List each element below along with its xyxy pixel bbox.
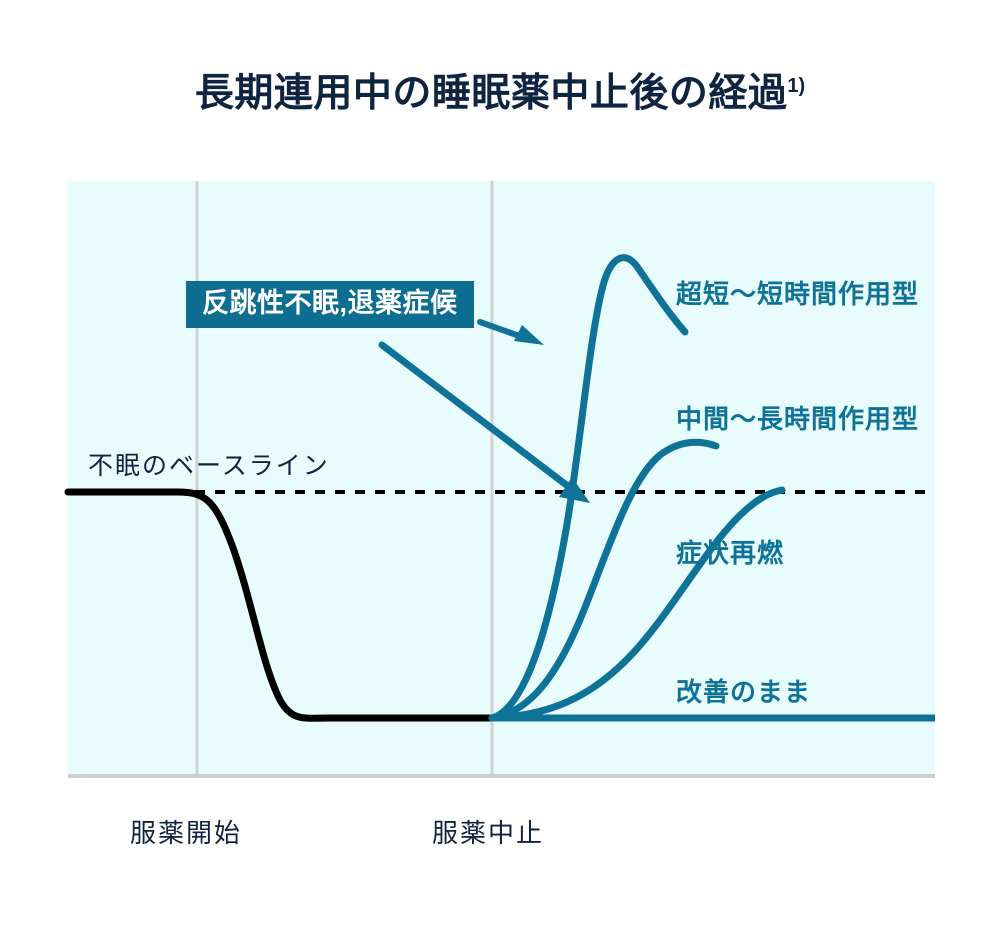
title-superscript: 1) (787, 75, 806, 97)
title-text: 長期連用中の睡眠薬中止後の経過 (194, 72, 788, 115)
baseline-label: 不眠のベースライン (88, 452, 330, 480)
curve-intermediate-long-acting (488, 438, 720, 722)
series-label-intermediate-long-acting: 中間〜長時間作用型 (676, 404, 920, 434)
curve-symptom-relapse (488, 486, 786, 722)
page-title: 長期連用中の睡眠薬中止後の経過1) (0, 62, 1000, 118)
x-axis-tick-stop-medication: 服薬中止 (432, 818, 545, 848)
curve-medicated-insomnia (64, 488, 496, 722)
series-label-ultra-short-acting: 超短〜短時間作用型 (676, 279, 920, 309)
callout-arrow-short (477, 319, 544, 345)
series-label-remains-improved: 改善のまま (676, 677, 812, 707)
curve-ultra-short-acting (488, 254, 689, 722)
callout-arrow-long (378, 341, 590, 503)
callout-rebound-insomnia: 反跳性不眠,退薬症候 (186, 281, 474, 328)
series-label-symptom-relapse: 症状再燃 (676, 538, 785, 568)
x-axis-tick-start-medication: 服薬開始 (130, 818, 243, 848)
plot-background (68, 181, 935, 775)
